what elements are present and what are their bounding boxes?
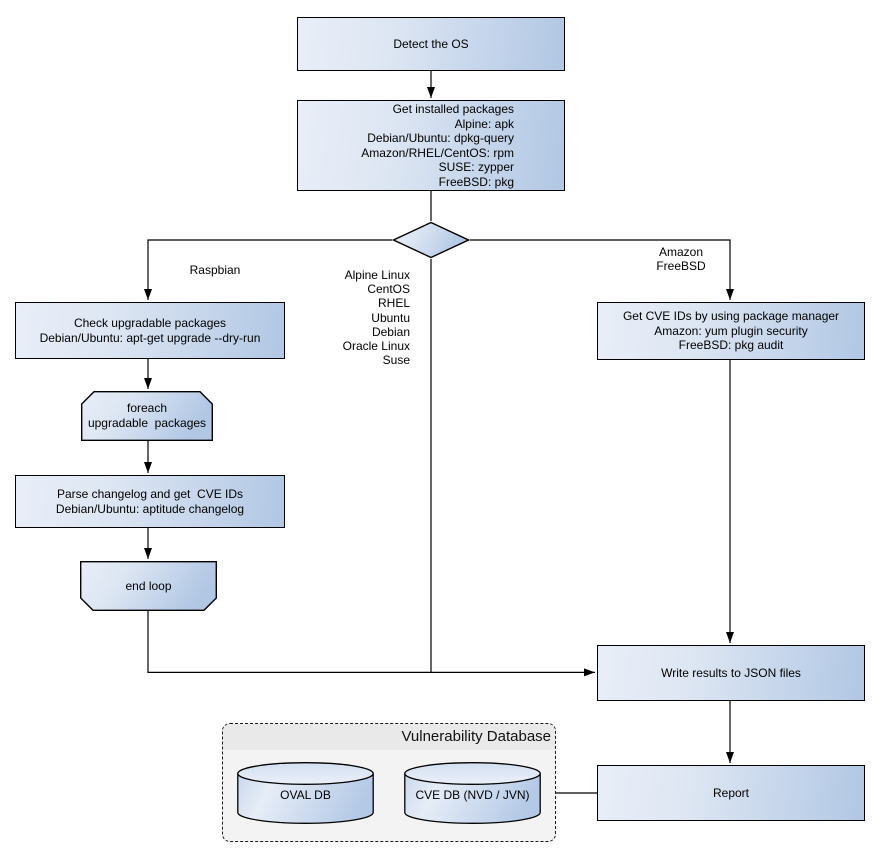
node-end-loop: end loop xyxy=(80,561,217,611)
node-foreach-loop: foreach upgradable packages xyxy=(81,391,213,441)
edge-decision-left xyxy=(144,239,392,300)
node-oval-db: OVAL DB xyxy=(237,762,374,824)
node-label: Report xyxy=(712,785,750,800)
node-label: Detect the OS xyxy=(393,36,469,51)
loop-end-shape xyxy=(80,561,217,611)
node-label: Parse changelog and get CVE IDs Debian/U… xyxy=(55,486,245,516)
node-parse-changelog: Parse changelog and get CVE IDs Debian/U… xyxy=(15,475,285,528)
node-label: Write results to JSON files xyxy=(661,665,801,680)
database-cylinder-icon xyxy=(237,762,374,824)
node-label: OVAL DB xyxy=(280,788,331,802)
edge-endloop-to-write xyxy=(147,611,595,677)
branch-label-os-list: Alpine Linux CentOS RHEL Ubuntu Debian O… xyxy=(342,268,410,368)
diamond-shape xyxy=(392,221,470,259)
node-label: Get CVE IDs by using package manager Ama… xyxy=(622,309,840,353)
node-write-results-json: Write results to JSON files xyxy=(597,645,865,701)
node-check-upgradable-packages: Check upgradable packages Debian/Ubuntu:… xyxy=(15,302,285,359)
node-os-decision-diamond xyxy=(392,221,470,259)
branch-label-raspbian: Raspbian xyxy=(189,263,241,277)
database-cylinder-icon xyxy=(404,762,541,824)
node-get-installed-packages: Get installed packages Alpine: apk Debia… xyxy=(297,100,565,191)
node-label: Get installed packages Alpine: apk Debia… xyxy=(361,102,514,189)
node-label: end loop xyxy=(125,578,172,593)
node-label: Check upgradable packages Debian/Ubuntu:… xyxy=(39,315,261,345)
group-title: Vulnerability Database xyxy=(223,724,555,750)
branch-label-amazon-freebsd: Amazon FreeBSD xyxy=(656,245,706,273)
edge-decision-right xyxy=(470,239,734,300)
node-get-cve-ids: Get CVE IDs by using package manager Ama… xyxy=(597,302,865,360)
node-detect-os: Detect the OS xyxy=(297,17,565,71)
node-label: CVE DB (NVD / JVN) xyxy=(415,788,530,802)
loop-start-shape xyxy=(81,391,213,441)
node-label: foreach upgradable packages xyxy=(87,401,207,430)
node-report: Report xyxy=(597,765,865,821)
node-cve-db: CVE DB (NVD / JVN) xyxy=(404,762,541,824)
